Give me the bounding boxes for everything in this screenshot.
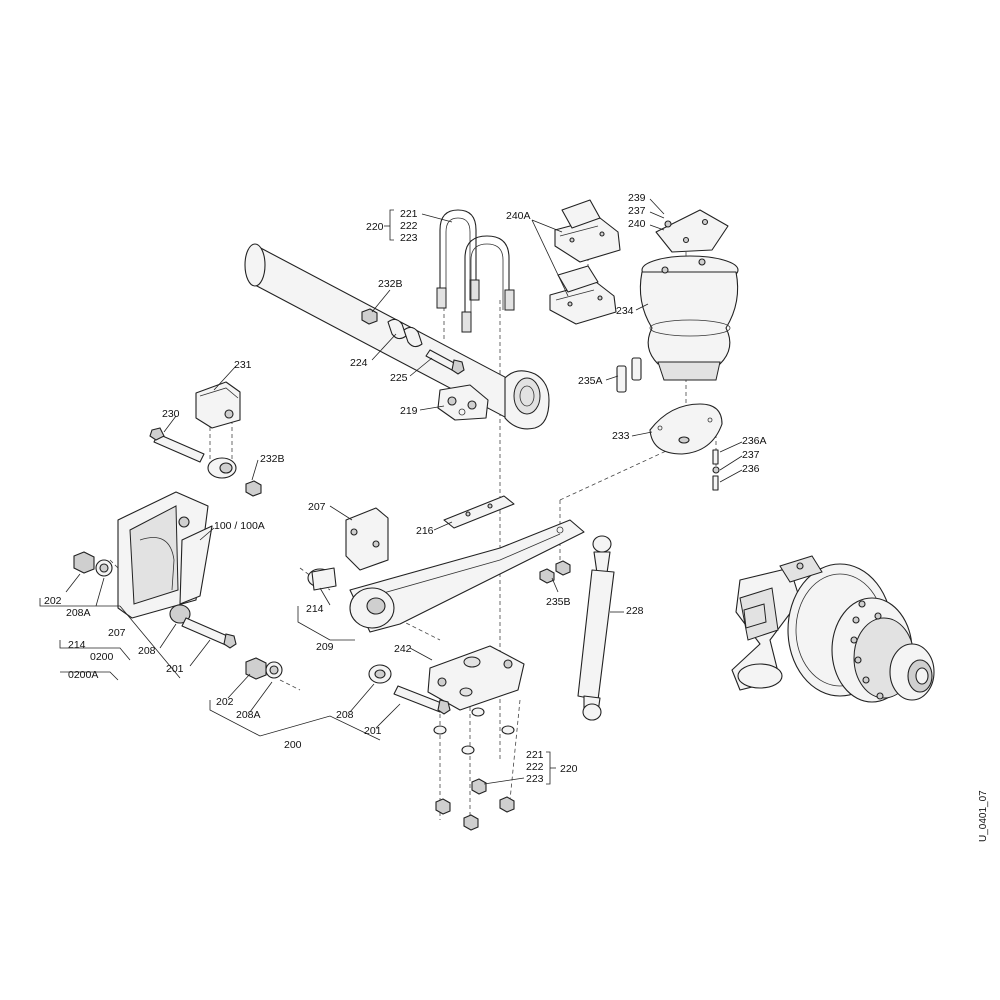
callout-221-bottom: 221 xyxy=(526,749,544,761)
callout-221-top: 221 xyxy=(400,208,418,220)
callout-231: 231 xyxy=(234,359,252,371)
spring-seat-207 xyxy=(345,507,389,571)
callout-100-100A: 100 / 100A xyxy=(214,520,265,532)
callout-230: 230 xyxy=(162,408,180,420)
callout-0200A: 0200A xyxy=(68,669,98,681)
bushing-232 xyxy=(207,457,262,497)
callout-242: 242 xyxy=(394,643,412,655)
callout-232B-top: 232B xyxy=(378,278,403,290)
upper-brackets xyxy=(549,199,621,325)
callout-237-bottom: 237 xyxy=(742,449,760,461)
air-spring xyxy=(639,255,739,381)
callout-240: 240 xyxy=(628,218,646,230)
callout-228: 228 xyxy=(626,605,644,617)
callout-214-left: 214 xyxy=(68,639,86,651)
shock-absorber xyxy=(577,535,615,721)
callout-222-top: 222 xyxy=(400,220,418,232)
u-bolts xyxy=(436,209,515,333)
plate-216 xyxy=(443,495,515,529)
reference-code: U_0401_07 xyxy=(978,790,989,842)
bolt-230 xyxy=(149,427,205,463)
wheel-hub-assembly xyxy=(731,555,935,703)
callout-236A: 236A xyxy=(742,435,767,447)
callout-208A-lower: 208A xyxy=(236,709,261,721)
callout-234: 234 xyxy=(616,305,634,317)
callout-208-lower: 208 xyxy=(336,709,354,721)
callout-0200: 0200 xyxy=(90,651,114,663)
leader-lines xyxy=(39,198,743,785)
callout-207-center: 207 xyxy=(308,501,326,513)
callout-235B: 235B xyxy=(546,596,571,608)
callout-223-bottom: 223 xyxy=(526,773,544,785)
air-spring-base-plate xyxy=(649,403,723,455)
trailing-arm xyxy=(349,519,585,633)
bushing-214 xyxy=(307,567,337,591)
callout-200: 200 xyxy=(284,739,302,751)
callout-207-left: 207 xyxy=(108,627,126,639)
nut-202-left xyxy=(73,551,113,577)
callout-223-top: 223 xyxy=(400,232,418,244)
callout-239: 239 xyxy=(628,192,646,204)
callout-232B-left: 232B xyxy=(260,453,285,465)
axle-clamp xyxy=(437,384,489,421)
lower-bolt-set xyxy=(245,657,451,715)
callout-219: 219 xyxy=(400,405,418,417)
callout-labels: 220 221 222 223 232B 224 225 219 240A 23… xyxy=(44,192,767,785)
plate-242 xyxy=(427,645,525,711)
upper-bolt-set xyxy=(361,308,465,375)
callout-201-lower: 201 xyxy=(364,725,382,737)
nuts-235B xyxy=(539,560,571,584)
air-spring-top-plate xyxy=(655,209,729,253)
pins xyxy=(616,357,642,393)
callout-240A: 240A xyxy=(506,210,531,222)
base-screws xyxy=(712,449,720,491)
callout-224: 224 xyxy=(350,357,368,369)
callout-209: 209 xyxy=(316,641,334,653)
callout-235A: 235A xyxy=(578,375,603,387)
callout-222-bottom: 222 xyxy=(526,761,544,773)
callout-220-top: 220 xyxy=(366,221,384,233)
callout-214-center: 214 xyxy=(306,603,324,615)
callout-220-bottom: 220 xyxy=(560,763,578,775)
axle-tube xyxy=(244,243,550,430)
callout-216: 216 xyxy=(416,525,434,537)
callout-208A-left: 208A xyxy=(66,607,91,619)
callout-237-top: 237 xyxy=(628,205,646,217)
callout-208-left: 208 xyxy=(138,645,156,657)
callout-202-lower: 202 xyxy=(216,696,234,708)
callout-201-left: 201 xyxy=(166,663,184,675)
main-hanger xyxy=(117,491,213,619)
callout-236: 236 xyxy=(742,463,760,475)
hanger-bracket-231 xyxy=(195,381,241,429)
callout-225: 225 xyxy=(390,372,408,384)
callout-202-left: 202 xyxy=(44,595,62,607)
bolt-201-left xyxy=(169,604,237,649)
callout-233: 233 xyxy=(612,430,630,442)
lower-washers-nuts xyxy=(433,707,515,831)
